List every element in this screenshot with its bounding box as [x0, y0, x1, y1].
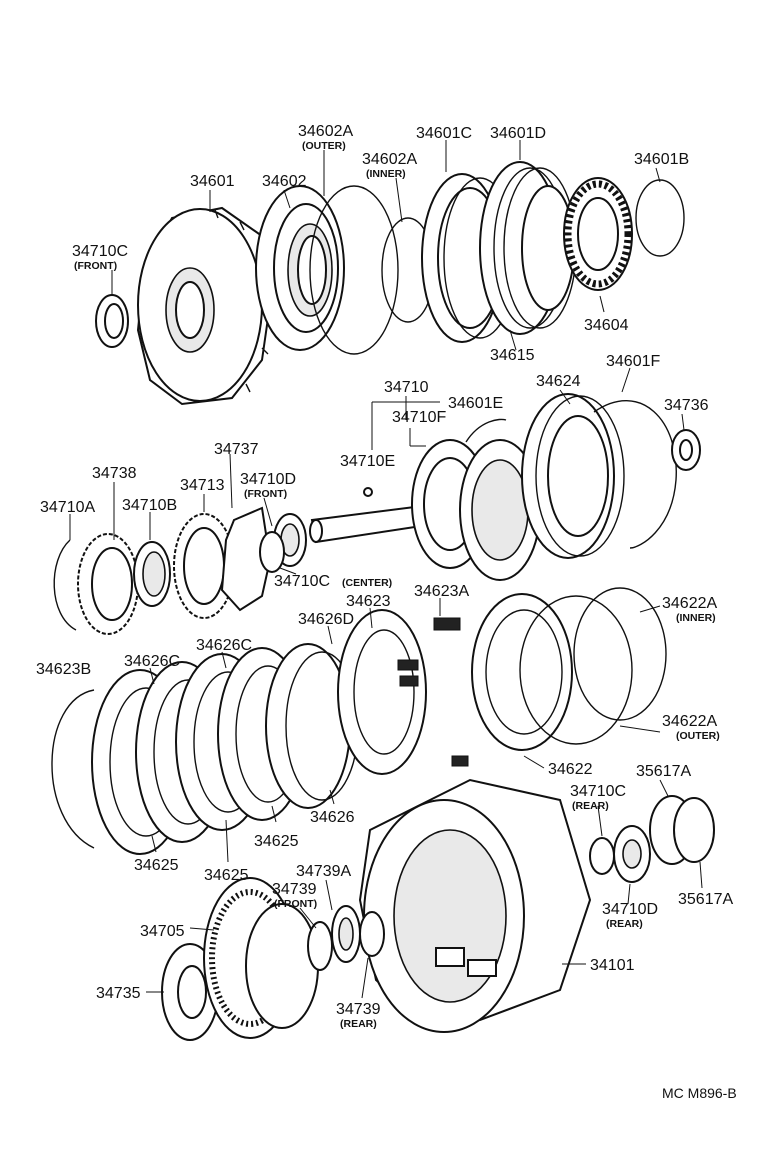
part-34101-case: [358, 778, 592, 1033]
label-34625-a: 34625: [254, 833, 299, 850]
label-34601B: 34601B: [634, 151, 689, 168]
part-34710C-front-seal: [95, 294, 129, 348]
label-34739-rear-sub: (REAR): [340, 1018, 377, 1030]
part-34713-gear: [173, 513, 235, 619]
label-34736: 34736: [664, 397, 709, 414]
label-34625-b: 34625: [134, 857, 179, 874]
label-34710A: 34710A: [40, 499, 95, 516]
label-34710C-rear: 34710C: [570, 783, 626, 800]
part-34601B-snap-ring: [635, 179, 685, 257]
diagram-code: MC M896-B: [662, 1085, 737, 1101]
label-35617A-top: 35617A: [636, 763, 691, 780]
label-34737: 34737: [214, 441, 259, 458]
label-34710C-front-sub: (FRONT): [74, 260, 117, 272]
label-34705: 34705: [140, 923, 185, 940]
part-34710B-bearing: [133, 541, 171, 607]
part-34710E-ball: [363, 487, 373, 497]
label-35617A-bottom: 35617A: [678, 891, 733, 908]
label-34739-front: 34739: [272, 881, 317, 898]
label-34602: 34602: [262, 173, 307, 190]
label-34710E: 34710E: [340, 453, 395, 470]
label-34602A-inner: 34602A: [362, 151, 417, 168]
part-34710D-rear-bearing: [613, 825, 651, 883]
label-34604: 34604: [584, 317, 629, 334]
label-34735: 34735: [96, 985, 141, 1002]
part-34622A-outer-oring: [519, 595, 633, 745]
part-34710C-center: [259, 531, 285, 573]
label-34626C-right: 34626C: [196, 637, 252, 654]
part-34601E-snap-ring: [465, 418, 507, 443]
label-34710C-center-sub: (CENTER): [342, 577, 392, 589]
label-34623: 34623: [346, 593, 391, 610]
part-34710C-rear: [589, 837, 615, 875]
part-34625-34626C-disc-pack: [91, 647, 307, 855]
part-34739A-bearing: [331, 905, 361, 963]
part-34710F-carrier: [411, 439, 541, 581]
label-34622A-inner: 34622A: [662, 595, 717, 612]
label-34625-c: 34625: [204, 867, 249, 884]
label-34622: 34622: [548, 761, 593, 778]
label-34602A-outer: 34602A: [298, 123, 353, 140]
label-34710F: 34710F: [392, 409, 446, 426]
label-34601: 34601: [190, 173, 235, 190]
part-34710A-snap-ring: [53, 539, 77, 631]
part-34737-plate: [220, 506, 272, 612]
part-34602-piston: [255, 185, 345, 351]
part-34601F-snap-ring: [593, 400, 677, 549]
label-34739-rear: 34739: [336, 1001, 381, 1018]
label-34601D: 34601D: [490, 125, 546, 142]
label-34624: 34624: [536, 373, 581, 390]
part-34622A-inner-oring: [573, 587, 667, 721]
label-34622A-outer-sub: (OUTER): [676, 730, 720, 742]
label-34601C: 34601C: [416, 125, 472, 142]
part-34602A-outer-oring: [309, 185, 399, 355]
label-34710B: 34710B: [122, 497, 177, 514]
label-34739-front-sub: (FRONT): [274, 898, 317, 910]
label-34622A-outer: 34622A: [662, 713, 717, 730]
label-34101: 34101: [590, 957, 635, 974]
part-34736-washer: [671, 429, 701, 471]
label-34710C-front: 34710C: [72, 243, 128, 260]
part-34601D-disc-pack: [479, 161, 577, 335]
label-34623A: 34623A: [414, 583, 469, 600]
label-34602A-inner-sub: (INNER): [366, 168, 406, 180]
part-34626D-plate: [265, 643, 351, 809]
label-34739A: 34739A: [296, 863, 351, 880]
label-34738: 34738: [92, 465, 137, 482]
label-34713: 34713: [180, 477, 225, 494]
part-34623-retainer: [337, 609, 427, 775]
label-34623B: 34623B: [36, 661, 91, 678]
label-34626D: 34626D: [298, 611, 354, 628]
label-34710D-rear: 34710D: [602, 901, 658, 918]
label-34622A-inner-sub: (INNER): [676, 612, 716, 624]
part-34739-front-bearing: [307, 921, 333, 971]
part-34604-one-way-clutch: [563, 177, 633, 291]
label-34615: 34615: [490, 347, 535, 364]
label-34602A-outer-sub: (OUTER): [302, 140, 346, 152]
part-34601-drum: [136, 206, 274, 406]
label-34710C-center: 34710C: [274, 573, 330, 590]
part-35617A-ring-2: [673, 797, 715, 863]
label-34710D-rear-sub: (REAR): [606, 918, 643, 930]
part-34624-drum: [521, 393, 625, 559]
part-34623B-snap-ring: [51, 689, 95, 849]
part-34705-drum: [203, 877, 319, 1039]
part-34739-rear-bearing: [359, 911, 385, 957]
label-34601E: 34601E: [448, 395, 503, 412]
part-34738-sun-gear: [77, 533, 139, 635]
label-34626C-left: 34626C: [124, 653, 180, 670]
label-34601F: 34601F: [606, 353, 660, 370]
part-34622-piston: [471, 593, 573, 751]
leader-lines: [69, 140, 703, 999]
label-34626: 34626: [310, 809, 355, 826]
label-34710D-front: 34710D: [240, 471, 296, 488]
label-34710C-rear-sub: (REAR): [572, 800, 609, 812]
part-labels: 34602A (OUTER) 34601C 34601D 34602A (INN…: [36, 123, 737, 1101]
label-34710: 34710: [384, 379, 429, 396]
label-34710D-front-sub: (FRONT): [244, 488, 287, 500]
